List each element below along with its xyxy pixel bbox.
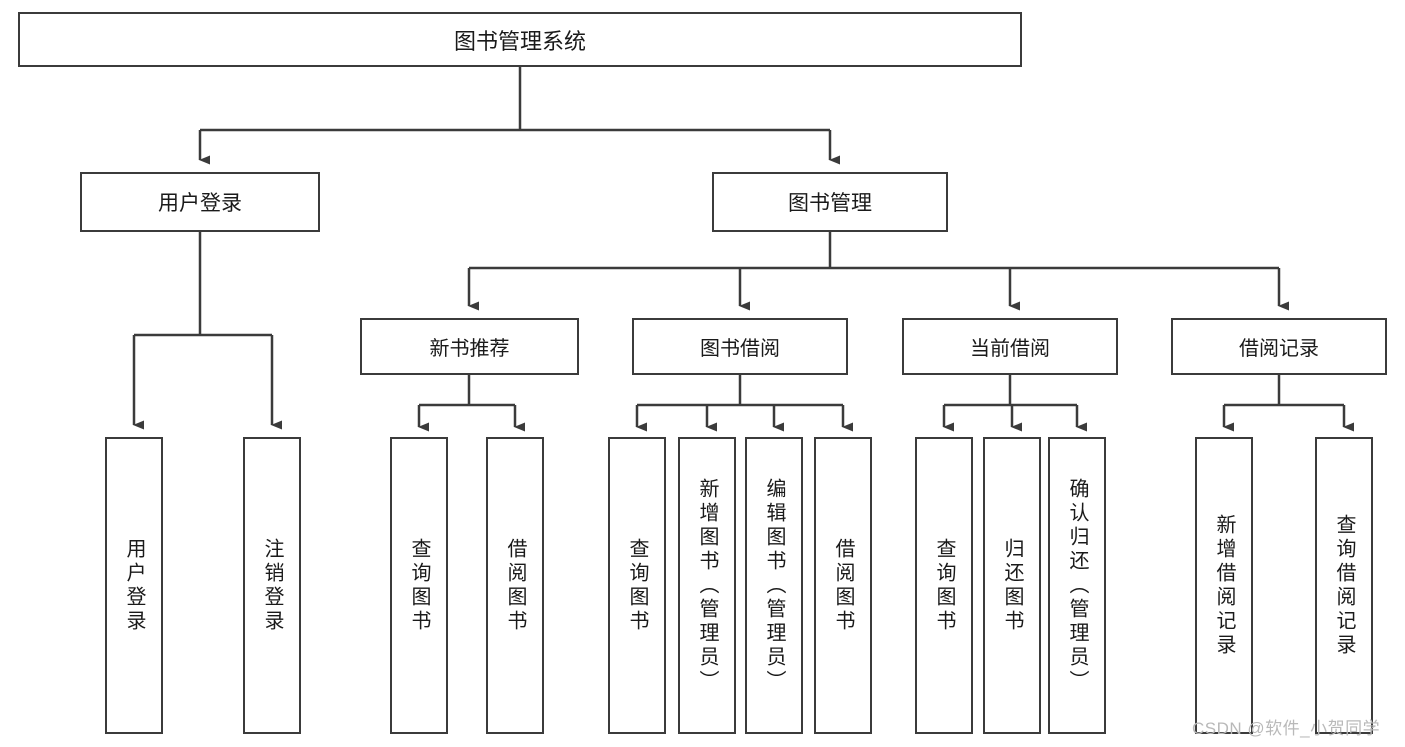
node-leaf-edit-book[interactable]: 编辑图书（管理员） [745,437,803,734]
csdn-watermark: CSDN @软件_小贺同学 [1192,719,1381,738]
node-leaf-add-book[interactable]: 新增图书（管理员） [678,437,736,734]
node-leaf-return-book[interactable]: 归还图书 [983,437,1041,734]
node-leaf-add-record[interactable]: 新增借阅记录 [1195,437,1253,734]
node-user-login-label: 用户登录 [158,192,242,215]
node-leaf-borrow-book-2-label: 借阅图书 [832,537,854,634]
node-new-book-recommend[interactable]: 新书推荐 [360,318,579,375]
node-leaf-query-record-label: 查询借阅记录 [1333,513,1355,658]
node-root[interactable]: 图书管理系统 [18,12,1022,67]
node-leaf-edit-book-label: 编辑图书（管理员） [763,477,785,694]
node-leaf-add-record-label: 新增借阅记录 [1213,513,1235,658]
node-leaf-query-record[interactable]: 查询借阅记录 [1315,437,1373,734]
node-borrow-record[interactable]: 借阅记录 [1171,318,1387,375]
node-leaf-logout[interactable]: 注销登录 [243,437,301,734]
node-leaf-query-book-3[interactable]: 查询图书 [915,437,973,734]
node-user-login[interactable]: 用户登录 [80,172,320,232]
node-leaf-return-book-label: 归还图书 [1001,537,1023,634]
node-leaf-borrow-book-2[interactable]: 借阅图书 [814,437,872,734]
node-borrow-record-label: 借阅记录 [1239,338,1319,360]
node-book-borrow-label: 图书借阅 [700,338,780,360]
node-book-manage[interactable]: 图书管理 [712,172,948,232]
node-leaf-borrow-book-1-label: 借阅图书 [504,537,526,634]
node-leaf-user-login-label: 用户登录 [123,537,145,634]
node-leaf-query-book-1[interactable]: 查询图书 [390,437,448,734]
node-leaf-confirm-return[interactable]: 确认归还（管理员） [1048,437,1106,734]
node-leaf-query-book-1-label: 查询图书 [408,537,430,634]
node-leaf-logout-label: 注销登录 [261,537,283,634]
node-current-borrow[interactable]: 当前借阅 [902,318,1118,375]
node-current-borrow-label: 当前借阅 [970,338,1050,360]
node-new-book-recommend-label: 新书推荐 [429,338,510,360]
node-leaf-add-book-label: 新增图书（管理员） [696,477,718,694]
node-leaf-query-book-2[interactable]: 查询图书 [608,437,666,734]
node-leaf-query-book-3-label: 查询图书 [933,537,955,634]
node-book-manage-label: 图书管理 [788,192,872,215]
node-leaf-confirm-return-label: 确认归还（管理员） [1066,477,1088,694]
node-leaf-query-book-2-label: 查询图书 [626,537,648,634]
node-leaf-borrow-book-1[interactable]: 借阅图书 [486,437,544,734]
node-root-label: 图书管理系统 [453,28,586,54]
node-leaf-user-login[interactable]: 用户登录 [105,437,163,734]
node-book-borrow[interactable]: 图书借阅 [632,318,848,375]
